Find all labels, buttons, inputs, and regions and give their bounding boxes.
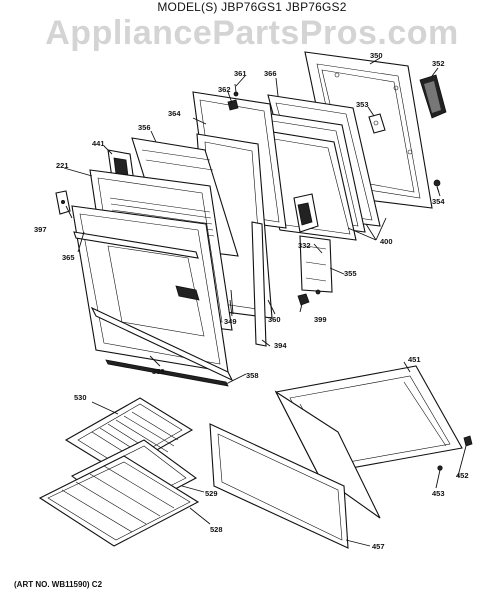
label-457: 457	[372, 542, 385, 551]
label-354: 354	[432, 197, 445, 206]
part-366-inner-glass-frame[interactable]	[247, 94, 381, 241]
part-358-vent-trim[interactable]	[105, 359, 229, 387]
label-364: 364	[168, 109, 181, 118]
label-221: 221	[56, 161, 69, 170]
art-number: (ART NO. WB11590) C2	[14, 580, 103, 589]
label-394: 394	[274, 341, 287, 350]
label-400: 400	[380, 237, 393, 246]
part-453-screw[interactable]	[437, 465, 443, 471]
label-350: 350	[370, 51, 383, 60]
part-394-door-trim[interactable]	[251, 221, 267, 347]
part-365-outer-door[interactable]	[71, 205, 229, 373]
part-359-bottom-trim[interactable]	[90, 306, 234, 382]
label-355: 355	[344, 269, 357, 278]
label-397: 397	[34, 225, 47, 234]
label-453: 453	[432, 489, 445, 498]
label-358: 358	[246, 371, 259, 380]
part-400-glass-group-pointer	[347, 217, 387, 241]
label-360: 360	[268, 315, 281, 324]
label-353: 353	[356, 100, 369, 109]
part-457-drawer-front[interactable]	[209, 423, 349, 549]
label-366: 366	[264, 69, 277, 78]
label-362: 362	[218, 85, 231, 94]
part-354-screw[interactable]	[433, 179, 441, 193]
label-349: 349	[224, 317, 237, 326]
part-399-bumper[interactable]	[297, 293, 310, 306]
part-355-hinge[interactable]	[299, 235, 333, 295]
part-528-oven-rack[interactable]	[38, 455, 200, 547]
label-359: 359	[152, 367, 165, 376]
label-352: 352	[432, 59, 445, 68]
label-332: 332	[298, 241, 311, 250]
label-365: 365	[62, 253, 75, 262]
label-529: 529	[205, 489, 218, 498]
label-530: 530	[74, 393, 87, 402]
label-356: 356	[138, 123, 151, 132]
part-361-screw[interactable]	[233, 83, 239, 97]
part-332-hinge[interactable]	[293, 193, 319, 233]
model-title: MODEL(S) JBP76GS1 JBP76GS2	[157, 0, 347, 14]
callout-labels: 350 352 353 354 355 356 359 358 360 361 …	[34, 51, 469, 551]
part-352-gasket[interactable]	[419, 74, 447, 119]
leader-lines	[63, 57, 467, 547]
label-361: 361	[234, 69, 247, 78]
label-399: 399	[314, 315, 327, 324]
label-441: 441	[92, 139, 105, 148]
label-451: 451	[408, 355, 421, 364]
part-353-bracket[interactable]	[368, 113, 386, 134]
part-451-drawer[interactable]	[274, 365, 463, 519]
part-362-clip[interactable]	[227, 99, 239, 111]
door-handle-bar	[73, 231, 199, 259]
part-397-hinge-bracket[interactable]	[55, 190, 71, 215]
part-349-strip[interactable]	[230, 289, 234, 315]
door-latch	[175, 285, 200, 301]
label-452: 452	[456, 471, 469, 480]
watermark-logo: AppliancePartsPros.com	[45, 14, 459, 52]
part-452-glide[interactable]	[463, 435, 473, 447]
label-528: 528	[210, 525, 223, 534]
